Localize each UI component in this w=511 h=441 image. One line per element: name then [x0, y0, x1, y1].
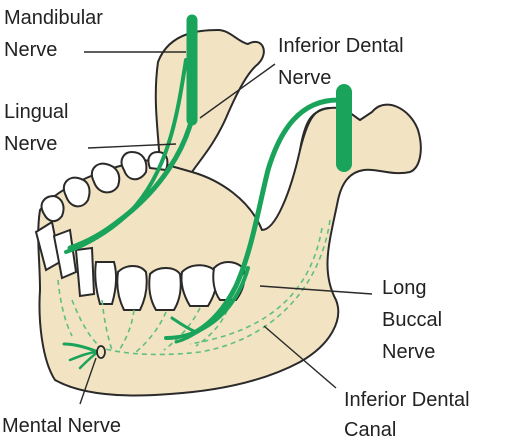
- label-lingual-nerve: Lingual Nerve: [4, 101, 74, 155]
- label-long-buccal-nerve: Long Buccal Nerve: [382, 277, 448, 363]
- tooth: [42, 196, 64, 221]
- tooth: [149, 268, 181, 310]
- tooth: [117, 266, 147, 310]
- label-mental-nerve: Mental Nerve: [2, 415, 121, 437]
- mental-foramen: [97, 346, 105, 358]
- label-inferior-dental-nerve: Inferior Dental Nerve: [278, 35, 409, 89]
- tooth: [181, 265, 216, 306]
- label-inferior-dental-canal: Inferior Dental Canal: [344, 389, 475, 441]
- label-mandibular-nerve: Mandibular Nerve: [4, 7, 109, 61]
- tooth: [76, 248, 94, 296]
- tooth: [95, 262, 116, 304]
